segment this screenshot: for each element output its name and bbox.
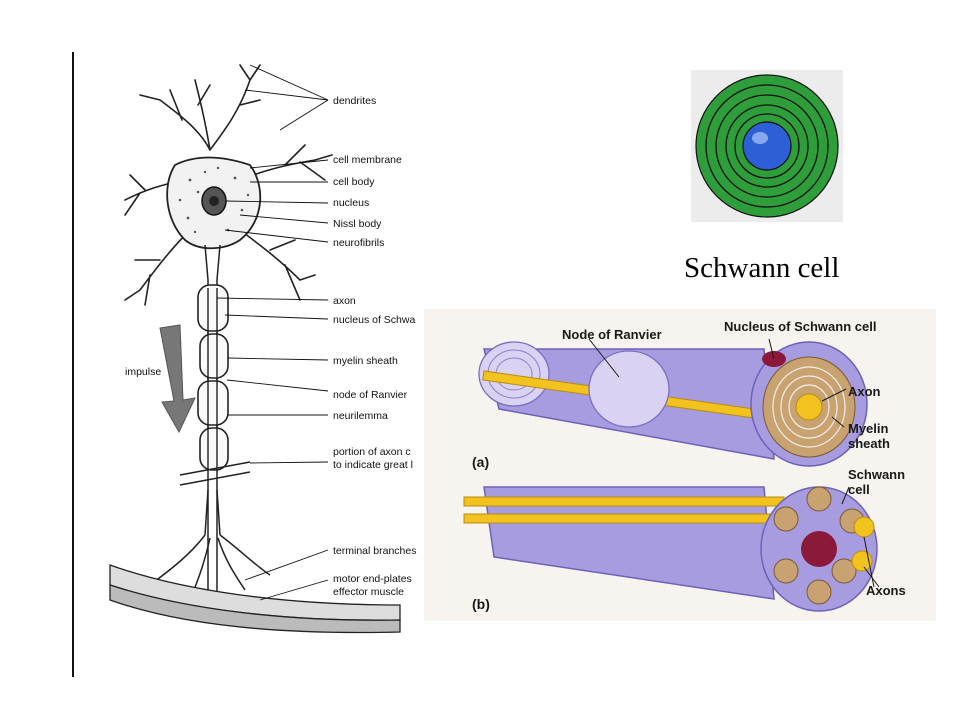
label-axon-b: Axon	[848, 384, 881, 399]
label-cell: cell	[848, 482, 870, 497]
label-nucleus: nucleus	[333, 197, 369, 209]
label-sheath: sheath	[848, 436, 890, 451]
neuron-diagram: impulse dendrites cell membrane cell bod…	[109, 64, 416, 634]
label-myelin: Myelin	[848, 421, 889, 436]
schwann-cell-cross-section	[691, 70, 843, 222]
label-neurofibrils: neurofibrils	[333, 237, 384, 249]
label-terminal-branches: terminal branches	[333, 545, 416, 557]
impulse-arrow	[159, 324, 196, 434]
label-cell-body: cell body	[333, 176, 375, 188]
left-divider-line	[72, 52, 74, 677]
label-motor-end-plates: motor end-plates	[333, 573, 412, 585]
label-nucleus-of-schwann: nucleus of Schwa	[333, 314, 415, 326]
panel-b-unmyelinated-axons	[463, 486, 878, 612]
label-node-of-ranvier-b: Node of Ranvier	[562, 327, 662, 342]
label-portion-of-axon-2: to indicate great l	[333, 459, 413, 471]
impulse-label: impulse	[125, 366, 161, 378]
label-axons: Axons	[866, 583, 906, 598]
nerve-fiber-illustration: Node of Ranvier Nucleus of Schwann cell …	[424, 309, 936, 621]
label-effector-muscle: effector muscle	[333, 586, 404, 598]
label-node-of-ranvier: node of Ranvier	[333, 389, 408, 401]
panel-label-b: (b)	[472, 596, 490, 612]
label-myelin-sheath: myelin sheath	[333, 355, 398, 367]
label-portion-of-axon: portion of axon c	[333, 446, 411, 458]
schwann-cell-title: Schwann cell	[684, 252, 840, 284]
panel-label-a: (a)	[472, 454, 489, 470]
label-schwann: Schwann	[848, 467, 905, 482]
label-axon: axon	[333, 295, 356, 307]
label-cell-membrane: cell membrane	[333, 154, 402, 166]
label-nucleus-of-schwann-cell: Nucleus of Schwann cell	[724, 319, 876, 334]
label-dendrites: dendrites	[333, 95, 376, 107]
label-nissl-body: Nissl body	[333, 218, 382, 230]
panel-a-myelinated-axon	[478, 341, 868, 467]
label-neurilemma: neurilemma	[333, 410, 388, 422]
